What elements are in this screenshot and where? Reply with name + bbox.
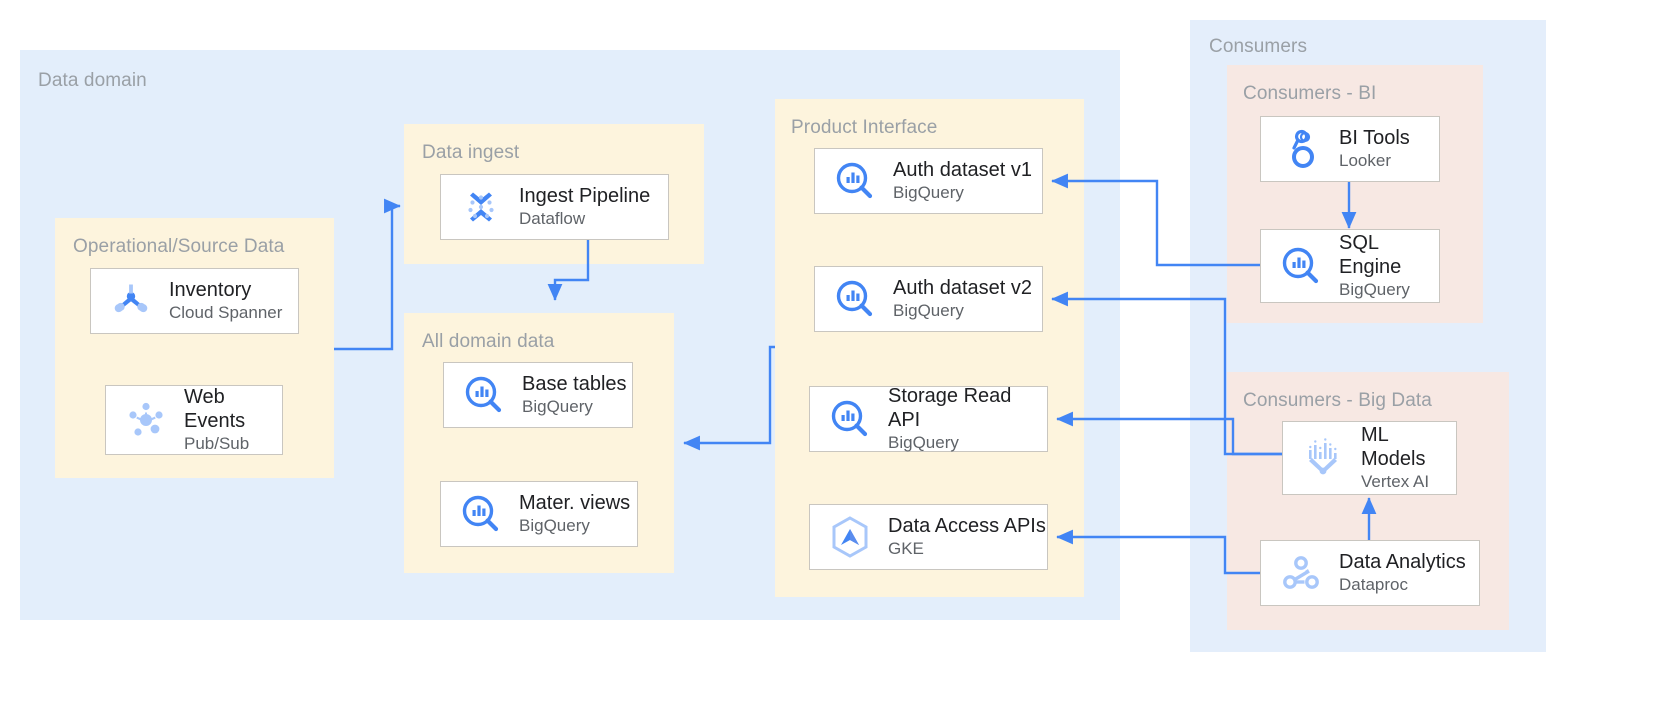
node-web-events-title: Web Events: [184, 386, 246, 432]
looker-icon: [1275, 123, 1327, 175]
node-ingest-pipeline-title: Ingest Pipeline: [519, 185, 651, 208]
node-auth-dataset-v2-title: Auth dataset v2: [893, 277, 1032, 300]
node-base-tables-title: Base tables: [522, 373, 627, 396]
bigquery-icon: [824, 393, 876, 445]
panel-product-interface-title: Product Interface: [791, 117, 938, 138]
node-auth-dataset-v1-service: BigQuery: [893, 182, 964, 202]
node-ml-models-title: ML Models: [1361, 424, 1426, 470]
panel-consumers-big-data-title: Consumers - Big Data: [1243, 390, 1432, 411]
node-bi-tools-service: Looker: [1339, 150, 1391, 170]
bigquery-icon: [829, 273, 881, 325]
node-bi-tools[interactable]: BI Tools Looker: [1260, 116, 1440, 182]
node-auth-dataset-v1-text: Auth dataset v1 BigQuery: [893, 159, 1032, 203]
node-mater-views-text: Mater. views BigQuery: [519, 492, 630, 536]
bigquery-icon: [455, 488, 507, 540]
dataflow-icon: [455, 181, 507, 233]
panel-data-domain-title: Data domain: [38, 70, 147, 91]
node-web-events-text: Web Events Pub/Sub: [184, 386, 249, 453]
node-sql-engine[interactable]: SQL Engine BigQuery: [1260, 229, 1440, 303]
node-storage-read-api-service: BigQuery: [888, 432, 959, 452]
node-mater-views-service: BigQuery: [519, 515, 590, 535]
bigquery-icon: [1275, 240, 1327, 292]
node-inventory-service: Cloud Spanner: [169, 302, 283, 322]
node-ml-models[interactable]: ML Models Vertex AI: [1282, 421, 1457, 495]
node-base-tables-service: BigQuery: [522, 396, 593, 416]
node-ingest-pipeline-text: Ingest Pipeline Dataflow: [519, 185, 650, 229]
node-inventory-title: Inventory: [169, 279, 252, 302]
node-auth-dataset-v1-title: Auth dataset v1: [893, 159, 1032, 182]
bigquery-icon: [829, 155, 881, 207]
node-data-analytics-title: Data Analytics: [1339, 551, 1466, 574]
panel-all-domain-data-title: All domain data: [422, 331, 555, 352]
cloud-spanner-icon: [105, 275, 157, 327]
node-sql-engine-title: SQL Engine: [1339, 232, 1402, 278]
node-auth-dataset-v2-text: Auth dataset v2 BigQuery: [893, 277, 1032, 321]
node-ml-models-text: ML Models Vertex AI: [1361, 424, 1429, 491]
node-data-access-apis-text: Data Access APIs GKE: [888, 515, 1046, 559]
node-bi-tools-title: BI Tools: [1339, 127, 1410, 150]
node-sql-engine-text: SQL Engine BigQuery: [1339, 232, 1410, 299]
node-auth-dataset-v1[interactable]: Auth dataset v1 BigQuery: [814, 148, 1043, 214]
node-web-events-service: Pub/Sub: [184, 433, 250, 453]
node-mater-views[interactable]: Mater. views BigQuery: [440, 481, 638, 547]
node-ingest-pipeline-service: Dataflow: [519, 208, 586, 228]
dataproc-icon: [1275, 547, 1327, 599]
gke-icon: [824, 511, 876, 563]
node-inventory[interactable]: Inventory Cloud Spanner: [90, 268, 299, 334]
node-storage-read-api-title: Storage Read API: [888, 385, 1012, 431]
bigquery-icon: [458, 369, 510, 421]
node-data-access-apis-title: Data Access APIs: [888, 515, 1046, 538]
node-bi-tools-text: BI Tools Looker: [1339, 127, 1410, 171]
node-sql-engine-service: BigQuery: [1339, 279, 1410, 299]
node-data-access-apis[interactable]: Data Access APIs GKE: [809, 504, 1048, 570]
pubsub-icon: [120, 394, 172, 446]
panel-operational-source-title: Operational/Source Data: [73, 236, 285, 257]
panel-consumers-bi-title: Consumers - BI: [1243, 83, 1377, 104]
node-ml-models-service: Vertex AI: [1361, 471, 1430, 491]
node-base-tables-text: Base tables BigQuery: [522, 373, 627, 417]
node-auth-dataset-v2[interactable]: Auth dataset v2 BigQuery: [814, 266, 1043, 332]
vertex-ai-icon: [1297, 432, 1349, 484]
node-inventory-text: Inventory Cloud Spanner: [169, 279, 282, 323]
node-auth-dataset-v2-service: BigQuery: [893, 300, 964, 320]
panel-data-ingest-title: Data ingest: [422, 142, 520, 163]
node-data-access-apis-service: GKE: [888, 538, 924, 558]
node-storage-read-api-text: Storage Read API BigQuery: [888, 385, 1047, 452]
node-data-analytics[interactable]: Data Analytics Dataproc: [1260, 540, 1480, 606]
node-data-analytics-service: Dataproc: [1339, 574, 1408, 594]
node-base-tables[interactable]: Base tables BigQuery: [443, 362, 633, 428]
node-mater-views-title: Mater. views: [519, 492, 631, 515]
node-ingest-pipeline[interactable]: Ingest Pipeline Dataflow: [440, 174, 669, 240]
panel-consumers-title: Consumers: [1209, 36, 1308, 57]
node-storage-read-api[interactable]: Storage Read API BigQuery: [809, 385, 1048, 452]
node-web-events[interactable]: Web Events Pub/Sub: [105, 385, 283, 455]
node-data-analytics-text: Data Analytics Dataproc: [1339, 551, 1466, 595]
